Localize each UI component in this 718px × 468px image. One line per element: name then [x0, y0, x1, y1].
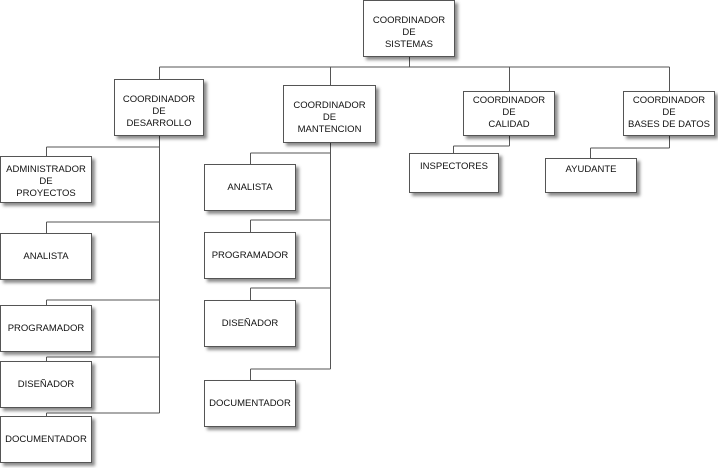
node-programador-desarrollo: PROGRAMADOR	[0, 305, 92, 352]
node-documentador-desarrollo: DOCUMENTADOR	[0, 416, 92, 463]
node-analista-desarrollo: ANALISTA	[0, 233, 92, 280]
node-coordinador-sistemas: COORDINADOR DE SISTEMAS	[363, 0, 455, 57]
node-coordinador-calidad: COORDINADOR DE CALIDAD	[463, 91, 555, 136]
node-documentador-mantencion: DOCUMENTADOR	[204, 380, 296, 427]
node-ayudante: AYUDANTE	[545, 158, 637, 193]
node-inspectores: INSPECTORES	[409, 153, 499, 193]
node-disenador-mantencion: DISEÑADOR	[204, 300, 296, 347]
node-administrador-proyectos: ADMINISTRADOR DE PROYECTOS	[0, 156, 92, 203]
node-programador-mantencion: PROGRAMADOR	[204, 232, 296, 279]
node-coordinador-desarrollo: COORDINADOR DE DESARROLLO	[114, 79, 204, 136]
node-coordinador-mantencion: COORDINADOR DE MANTENCION	[283, 85, 376, 143]
node-analista-mantencion: ANALISTA	[204, 164, 296, 211]
node-coordinador-bases-de-datos: COORDINADOR DE BASES DE DATOS	[623, 91, 715, 136]
node-disenador-desarrollo: DISEÑADOR	[0, 361, 92, 408]
